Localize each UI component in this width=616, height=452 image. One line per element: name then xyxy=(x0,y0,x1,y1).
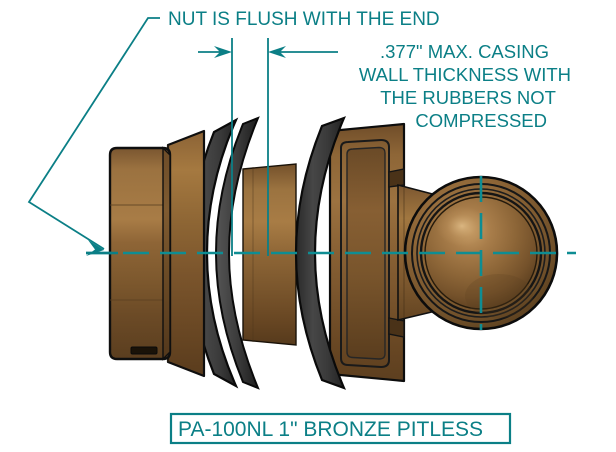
nut-flush-arrowhead xyxy=(86,240,104,256)
nut-flush-note: NUT IS FLUSH WITH THE END xyxy=(168,9,440,30)
casing-note-line-2: WALL THICKNESS WITH xyxy=(359,64,571,85)
casing-note-line-4: COMPRESSED xyxy=(415,110,547,131)
spool-section xyxy=(242,163,297,346)
casing-note-line-1: .377" MAX. CASING xyxy=(380,41,549,62)
dimension-arrowhead-left xyxy=(214,46,232,58)
nut-flush-leader xyxy=(27,17,160,250)
part-title-label: PA-100NL 1" BRONZE PITLESS xyxy=(178,418,483,441)
casing-note-line-3: THE RUBBERS NOT xyxy=(380,87,556,108)
part-title-box-border xyxy=(169,412,512,445)
body-rubber-gasket xyxy=(294,116,347,390)
part-title-box[interactable]: PA-100NL 1" BRONZE PITLESS xyxy=(169,412,512,445)
centerlines xyxy=(86,176,576,330)
dimension-arrowhead-right xyxy=(268,46,286,58)
annotation-text-layer: NUT IS FLUSH WITH THE END .377" MAX. CAS… xyxy=(168,9,571,131)
annotation-layer xyxy=(27,17,338,256)
